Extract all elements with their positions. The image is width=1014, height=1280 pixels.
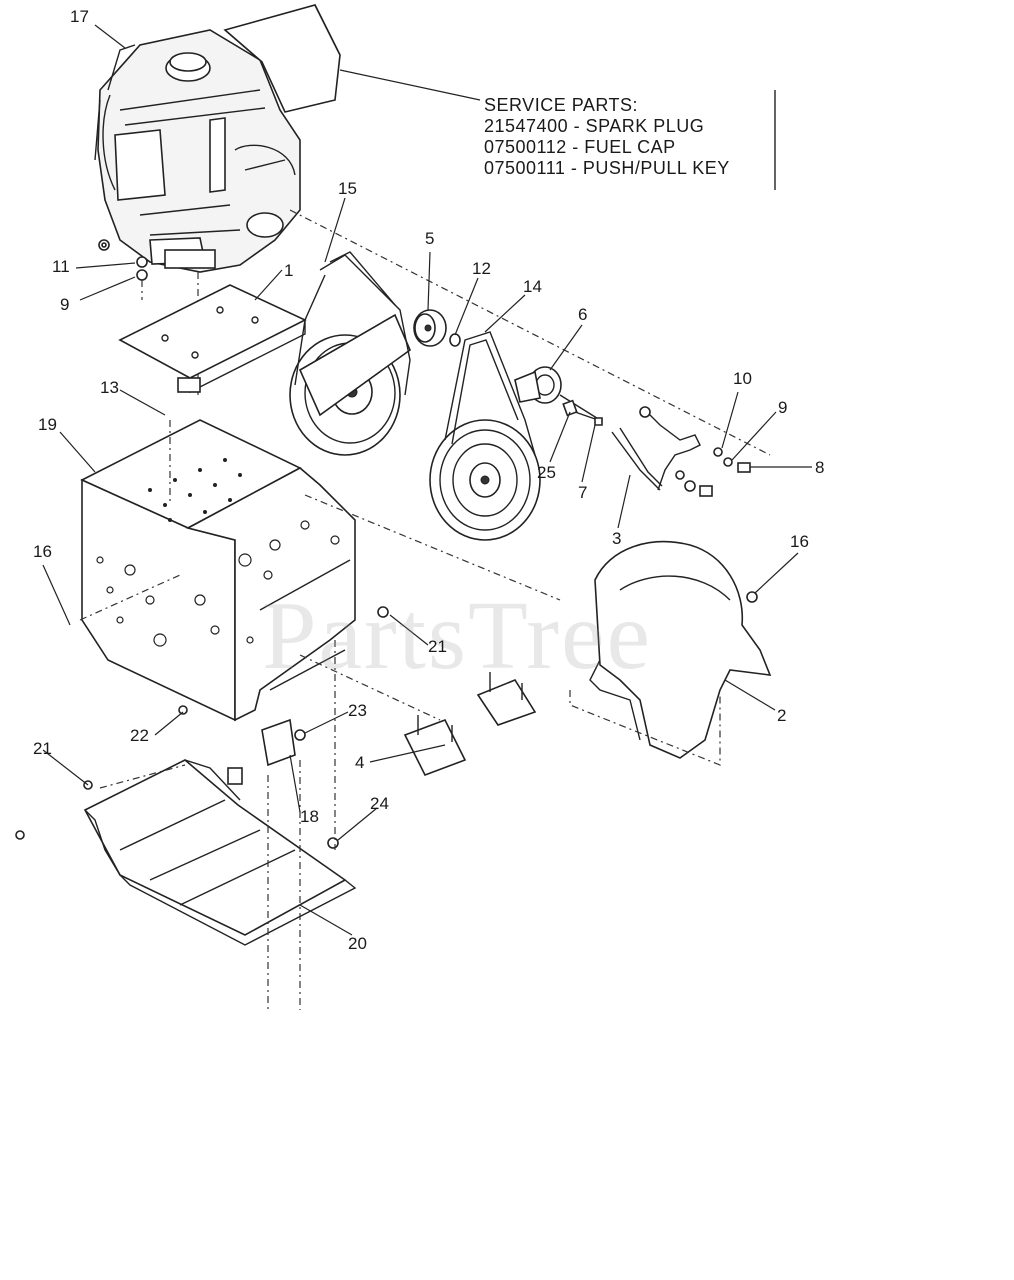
callout-14: 14 <box>523 277 542 296</box>
callout-22: 22 <box>130 726 149 745</box>
callout-21-frame: 21 <box>428 637 447 656</box>
service-part-push-pull-key: 07500111 - PUSH/PULL KEY <box>484 158 730 178</box>
pulley-hardware <box>562 399 603 426</box>
service-parts-heading: SERVICE PARTS: <box>484 95 639 115</box>
callout-17: 17 <box>70 7 89 26</box>
callout-11: 11 <box>52 257 70 276</box>
service-part-fuel-cap: 07500112 - FUEL CAP <box>484 137 676 157</box>
callout-8: 8 <box>815 458 825 477</box>
callout-21-panel: 21 <box>33 739 52 758</box>
callout-25: 25 <box>537 463 556 482</box>
drive-pulley-drawing <box>514 366 601 421</box>
callout-10: 10 <box>733 369 752 388</box>
callout-15: 15 <box>338 179 357 198</box>
callout-20: 20 <box>348 934 367 953</box>
engine-drawing <box>94 4 341 273</box>
watermark: PartsTree <box>262 582 653 690</box>
auger-pulley-drawing <box>289 251 411 456</box>
belt-cover-drawing <box>589 541 772 759</box>
idler-pulley-drawing <box>413 309 461 347</box>
callout-13: 13 <box>100 378 119 397</box>
callout-1: 1 <box>284 261 294 280</box>
frame-drawing <box>80 419 356 722</box>
callout-6: 6 <box>578 305 588 324</box>
bottom-panel-drawing <box>83 759 357 946</box>
service-part-spark-plug: 21547400 - SPARK PLUG <box>484 116 705 136</box>
belt-keeper-drawing <box>611 406 751 497</box>
service-parts-list: SERVICE PARTS: 21547400 - SPARK PLUG 075… <box>484 95 730 179</box>
callout-18: 18 <box>300 807 319 826</box>
callout-9-engine: 9 <box>60 295 70 314</box>
callout-16-cover: 16 <box>790 532 809 551</box>
callout-4: 4 <box>355 753 365 772</box>
callout-7: 7 <box>578 483 588 502</box>
callout-16-frame: 16 <box>33 542 52 561</box>
leader-lines <box>42 24 812 936</box>
callout-12: 12 <box>472 259 491 278</box>
callout-9-keeper: 9 <box>778 398 788 417</box>
callout-3: 3 <box>612 529 622 548</box>
callout-2: 2 <box>777 706 787 725</box>
callout-24: 24 <box>370 794 389 813</box>
callout-23: 23 <box>348 701 367 720</box>
callout-19: 19 <box>38 415 57 434</box>
mounting-plate-drawing <box>118 284 307 394</box>
assembly-lines <box>79 209 771 1010</box>
callout-5: 5 <box>425 229 435 248</box>
traction-pulley-drawing <box>429 331 541 541</box>
